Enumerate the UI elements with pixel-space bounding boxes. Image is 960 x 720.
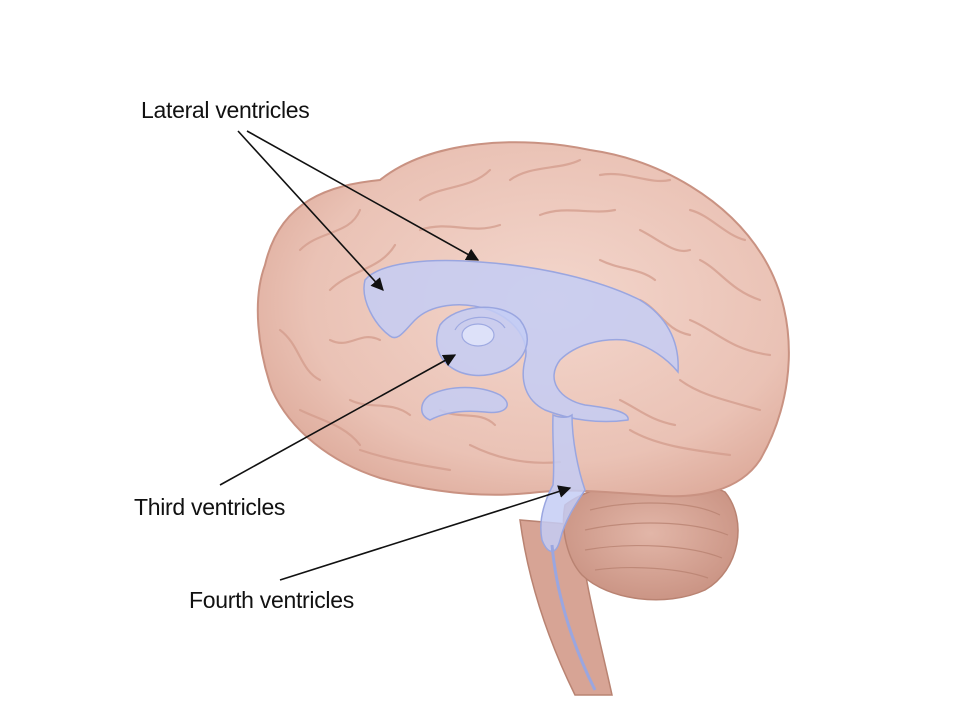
lateral-ventricle <box>363 259 679 423</box>
cerebellum <box>562 478 739 601</box>
arrow-lateral-b <box>246 130 480 261</box>
temporal-horn <box>421 386 508 421</box>
label-third-ventricles: Third ventricles <box>134 494 286 520</box>
arrow-third <box>219 354 457 486</box>
label-lateral-ventricles: Lateral ventricles <box>141 97 310 123</box>
pointer-arrows <box>219 130 572 581</box>
central-canal <box>550 544 597 691</box>
fourth-ventricle <box>540 413 586 552</box>
label-fourth-ventricles: Fourth ventricles <box>189 587 354 613</box>
cerebellum-folds <box>584 502 729 579</box>
arrow-fourth <box>279 485 572 581</box>
arrow-lateral-a <box>237 130 384 291</box>
